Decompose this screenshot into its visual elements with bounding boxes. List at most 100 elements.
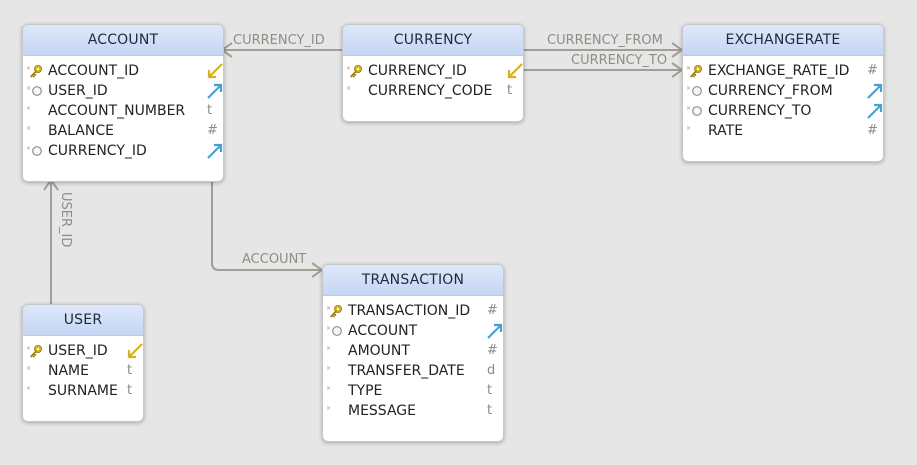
type-text-icon: t xyxy=(127,383,133,398)
type-text-icon: t xyxy=(487,383,493,398)
not-null-icon: × xyxy=(326,344,344,358)
svg-text:×: × xyxy=(346,85,351,92)
field-row[interactable]: × CURRENCY_ID xyxy=(343,61,523,81)
field-row[interactable]: × AMOUNT # xyxy=(323,341,503,361)
field-name: ACCOUNT_NUMBER xyxy=(48,103,186,119)
field-row[interactable]: × USER_ID xyxy=(23,341,143,361)
link-transaction-account[interactable] xyxy=(211,180,322,271)
field-row[interactable]: × CURRENCY_FROM xyxy=(683,81,883,101)
field-list: × EXCHANGE_RATE_ID # × CURRENCY_FROM ×CURRENC… xyxy=(683,56,883,149)
primary-key-icon: × xyxy=(26,344,44,358)
not-null-icon: × xyxy=(26,384,44,398)
not-null-icon: × xyxy=(686,124,704,138)
not-null-icon: × xyxy=(346,84,364,98)
not-null-icon: × xyxy=(26,104,44,118)
type-number-icon: # xyxy=(867,123,878,138)
svg-text:×: × xyxy=(346,65,351,72)
label-account-currency: CURRENCY_ID xyxy=(233,33,325,48)
field-row[interactable]: × ACCOUNT_ID xyxy=(23,61,223,81)
field-row[interactable]: ×BALANCE# xyxy=(23,121,223,141)
primary-key-icon: × xyxy=(346,64,364,78)
field-row[interactable]: ×CURRENCY_TO xyxy=(683,101,883,121)
field-row[interactable]: ×TRANSACTION_ID# xyxy=(323,301,503,321)
label-exchange-from: CURRENCY_FROM xyxy=(547,33,663,48)
svg-text:×: × xyxy=(26,125,31,132)
type-text-icon: t xyxy=(127,363,133,378)
primary-key-icon: × xyxy=(686,64,704,78)
svg-text:×: × xyxy=(326,305,331,312)
type-text-icon: t xyxy=(507,83,513,98)
label-transaction-account: ACCOUNT xyxy=(242,252,306,267)
field-row[interactable]: ×RATE# xyxy=(683,121,883,141)
svg-text:×: × xyxy=(26,105,31,112)
svg-text:×: × xyxy=(686,105,691,112)
entity-title: CURRENCY xyxy=(343,25,523,56)
field-name: TYPE xyxy=(348,383,383,399)
primary-key-icon: × xyxy=(326,304,344,318)
field-name: CURRENCY_ID xyxy=(48,143,147,159)
not-null-icon: × xyxy=(26,364,44,378)
field-name: EXCHANGE_RATE_ID xyxy=(708,63,850,79)
entity-transaction[interactable]: TRANSACTION ×TRANSACTION_ID#×ACCOUNT×AMO… xyxy=(322,264,504,442)
not-null-icon: × xyxy=(326,404,344,418)
foreign-key-icon: × xyxy=(686,84,704,98)
field-list: ×TRANSACTION_ID#×ACCOUNT×AMOUNT#×TRANSFE… xyxy=(323,296,503,429)
svg-text:×: × xyxy=(326,385,331,392)
entity-title: EXCHANGERATE xyxy=(683,25,883,56)
type-text-icon: t xyxy=(207,103,213,118)
entity-title: TRANSACTION xyxy=(323,265,503,296)
svg-text:×: × xyxy=(326,345,331,352)
not-null-icon: × xyxy=(26,124,44,138)
type-number-icon: # xyxy=(487,303,498,318)
svg-text:×: × xyxy=(686,125,691,132)
field-name: CURRENCY_FROM xyxy=(708,83,833,99)
primary-key-icon: × xyxy=(26,64,44,78)
field-name: ACCOUNT_ID xyxy=(48,63,140,79)
svg-text:×: × xyxy=(326,365,331,372)
field-name: TRANSFER_DATE xyxy=(348,363,465,379)
type-number-icon: # xyxy=(867,63,878,78)
entity-account[interactable]: ACCOUNT ×ACCOUNT_ID×USER_ID×ACCOUNT_NUMB… xyxy=(22,24,224,182)
field-name: AMOUNT xyxy=(348,343,410,359)
type-number-icon: # xyxy=(487,343,498,358)
svg-text:×: × xyxy=(26,345,31,352)
type-text-icon: t xyxy=(487,403,493,418)
svg-text:×: × xyxy=(686,65,691,72)
field-row[interactable]: × NAME t xyxy=(23,361,143,381)
svg-text:×: × xyxy=(326,325,331,332)
field-row[interactable]: × EXCHANGE_RATE_ID # xyxy=(683,61,883,81)
svg-text:×: × xyxy=(326,405,331,412)
foreign-key-icon: × xyxy=(686,104,704,118)
field-list: × ACCOUNT_ID × USER_ID × ACCOUNT_NUMBER t ×BALA… xyxy=(23,56,223,169)
svg-text:×: × xyxy=(26,145,31,152)
field-row[interactable]: × TRANSFER_DATE d xyxy=(323,361,503,381)
type-date-icon: d xyxy=(487,363,496,378)
field-name: USER_ID xyxy=(48,83,108,99)
field-row[interactable]: × CURRENCY_ID xyxy=(23,141,223,161)
field-row[interactable]: × USER_ID xyxy=(23,81,223,101)
field-row[interactable]: ×ACCOUNT xyxy=(323,321,503,341)
field-row[interactable]: × ACCOUNT_NUMBER t xyxy=(23,101,223,121)
svg-text:×: × xyxy=(26,65,31,72)
label-exchange-to: CURRENCY_TO xyxy=(571,53,667,68)
entity-exchangerate[interactable]: EXCHANGERATE ×EXCHANGE_RATE_ID#×CURRENCY… xyxy=(682,24,884,162)
svg-text:×: × xyxy=(26,385,31,392)
svg-text:×: × xyxy=(26,365,31,372)
field-row[interactable]: × TYPE t xyxy=(323,381,503,401)
not-null-icon: × xyxy=(326,384,344,398)
foreign-key-icon: × xyxy=(326,324,344,338)
label-account-user: USER_ID xyxy=(58,192,73,247)
foreign-key-icon: × xyxy=(26,84,44,98)
field-name: CURRENCY_ID xyxy=(368,63,467,79)
foreign-key-icon: × xyxy=(26,144,44,158)
field-name: USER_ID xyxy=(48,343,108,359)
field-name: NAME xyxy=(48,363,89,379)
